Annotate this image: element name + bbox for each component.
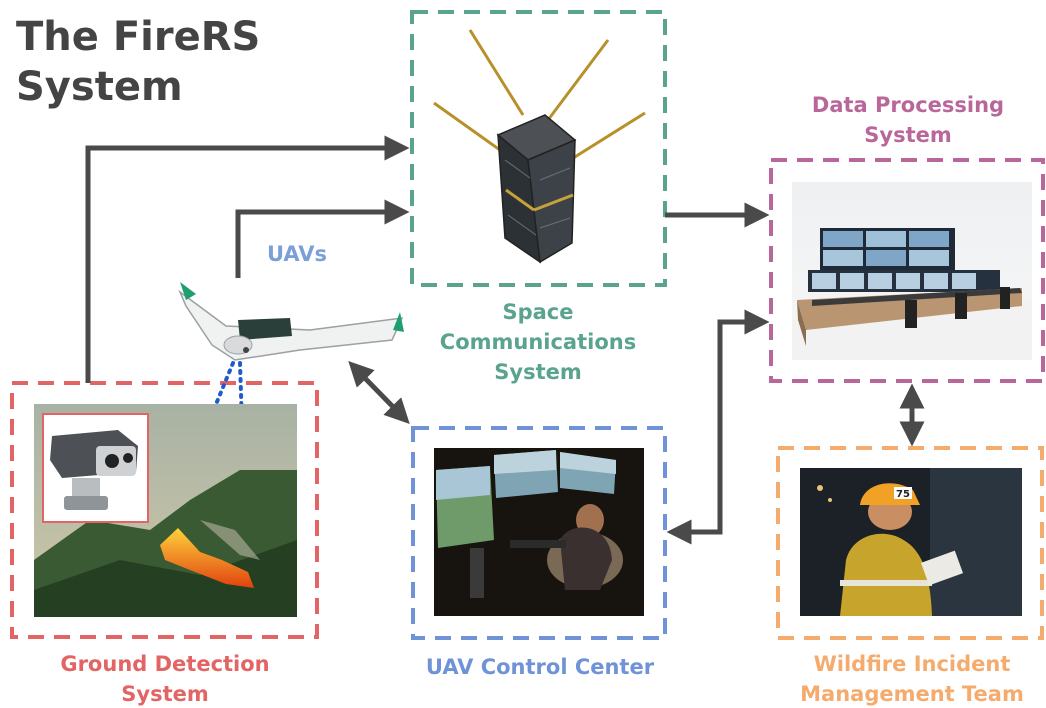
uavs-label-text: UAVs — [267, 242, 327, 266]
data-processing-label: Data Processing System — [780, 90, 1036, 150]
data-processing-box — [769, 158, 1045, 383]
space-system-box — [410, 10, 667, 287]
space-system-label: Space Communications System — [418, 297, 658, 387]
camera-icon — [50, 430, 138, 510]
satellite-image — [433, 29, 646, 264]
data-label-line-2: System — [864, 123, 952, 147]
space-label-line-3: System — [494, 360, 582, 384]
ground-label-line-2: System — [121, 682, 209, 706]
firefighter-photo: 75 — [800, 468, 1022, 616]
uav-control-label: UAV Control Center — [400, 652, 680, 682]
wildfire-team-box — [776, 446, 1044, 640]
uav-control-link-arrow — [348, 361, 410, 424]
ground-detection-box — [10, 381, 319, 639]
uav-control-photo — [434, 448, 644, 616]
uavs-label: UAVs — [252, 239, 342, 269]
ground-label-line-1: Ground Detection — [60, 652, 270, 676]
uav-control-label-text: UAV Control Center — [425, 655, 655, 679]
ground-to-space-arrow — [85, 135, 410, 383]
uav-drone-image — [178, 282, 404, 361]
uav-to-space-arrow — [235, 199, 410, 278]
wildfire-label-line-2: Management Team — [800, 682, 1024, 706]
wildfire-team-label: Wildfire Incident Management Team — [780, 649, 1044, 708]
control-room-photo — [792, 182, 1032, 360]
control-data-link-arrow — [666, 309, 770, 545]
wildfire-label-line-1: Wildfire Incident — [813, 652, 1011, 676]
space-label-line-1: Space — [502, 300, 574, 324]
ground-detection-label: Ground Detection System — [30, 649, 300, 708]
ground-fire-photo — [34, 404, 297, 617]
space-label-line-2: Communications — [439, 330, 637, 354]
title-line-2: System — [16, 64, 183, 110]
data-label-line-1: Data Processing — [811, 93, 1005, 117]
uav-control-box — [411, 426, 667, 640]
title-line-1: The FireRS — [16, 14, 261, 60]
helmet-number: 75 — [896, 489, 910, 500]
